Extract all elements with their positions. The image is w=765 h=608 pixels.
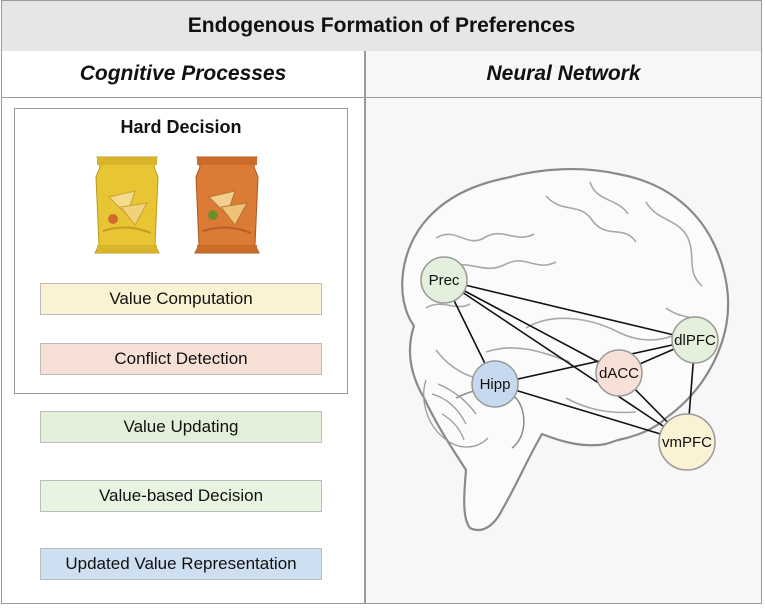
column-divider xyxy=(364,51,366,603)
brain-panel: Prec dlPFC dACC Hipp vmPFC xyxy=(366,98,761,603)
neural-network-heading: Neural Network xyxy=(366,51,761,98)
cerebellum xyxy=(423,379,489,448)
node-vmPFC: vmPFC xyxy=(658,413,716,471)
edge-Prec-dlPFC xyxy=(443,279,696,341)
yellow-chip-bag-image xyxy=(91,153,163,262)
value-updating-step: Value Updating xyxy=(40,411,322,443)
node-dACC: dACC xyxy=(595,349,643,397)
node-circle-dACC xyxy=(595,349,643,397)
node-Hipp: Hipp xyxy=(471,360,519,408)
hard-decision-title: Hard Decision xyxy=(120,117,242,137)
value-computation-step: Value Computation xyxy=(40,283,322,315)
orange-chip-bag-image xyxy=(191,153,263,262)
node-circle-dlPFC xyxy=(671,316,719,364)
brain-sulci xyxy=(425,181,711,414)
node-circle-Prec xyxy=(420,256,468,304)
node-label-Prec: Prec xyxy=(429,272,460,289)
node-Prec: Prec xyxy=(420,256,468,304)
cognitive-processes-heading: Cognitive Processes xyxy=(2,51,364,98)
node-circle-Hipp xyxy=(471,360,519,408)
conflict-detection-step: Conflict Detection xyxy=(40,343,322,375)
edge-Hipp-vmPFC xyxy=(494,383,688,443)
brain-network-diagram: Prec dlPFC dACC Hipp vmPFC xyxy=(401,168,730,532)
node-circle-vmPFC xyxy=(658,413,716,471)
node-label-vmPFC: vmPFC xyxy=(662,434,712,451)
edge-Prec-dACC xyxy=(443,279,620,374)
node-dlPFC: dlPFC xyxy=(671,316,719,364)
node-label-dACC: dACC xyxy=(599,365,639,382)
edge-dlPFC-Hipp xyxy=(494,339,696,385)
node-label-Hipp: Hipp xyxy=(480,376,511,393)
network-nodes: Prec dlPFC dACC Hipp vmPFC xyxy=(420,256,719,471)
node-label-dlPFC: dlPFC xyxy=(674,332,716,349)
figure-title: Endogenous Formation of Preferences xyxy=(2,1,761,52)
updated-value-representation-step: Updated Value Representation xyxy=(40,548,322,580)
value-based-decision-step: Value-based Decision xyxy=(40,480,322,512)
edge-Prec-vmPFC xyxy=(443,279,688,443)
